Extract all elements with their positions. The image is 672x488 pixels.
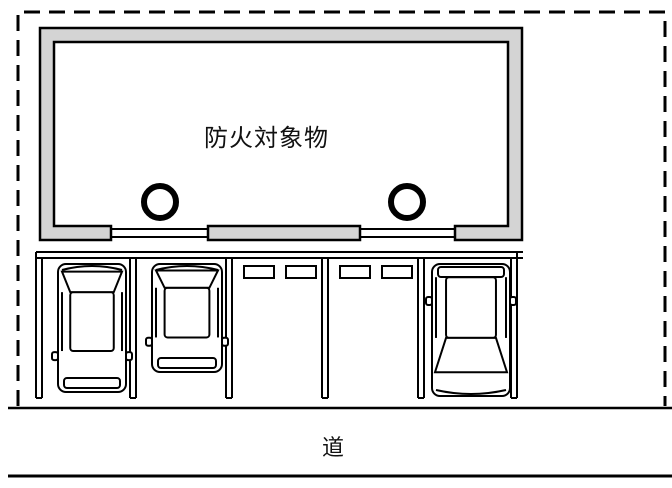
parking-area	[35, 251, 523, 399]
parked-car	[425, 263, 517, 397]
property-boundary	[16, 10, 667, 406]
marker-circle-left	[141, 183, 179, 221]
marker-circle-right	[388, 183, 426, 221]
building-wall	[38, 26, 524, 242]
road-label: 道	[322, 436, 345, 461]
parked-cars	[51, 263, 517, 397]
wheel-stops	[243, 265, 413, 279]
parked-car	[51, 263, 133, 393]
building-wall-middle	[206, 224, 362, 242]
parking-dividers	[35, 252, 518, 399]
parked-car	[145, 263, 229, 373]
building	[38, 26, 524, 242]
building-label: 防火対象物	[204, 124, 329, 152]
opening-right	[360, 228, 455, 238]
opening-left	[111, 228, 208, 238]
